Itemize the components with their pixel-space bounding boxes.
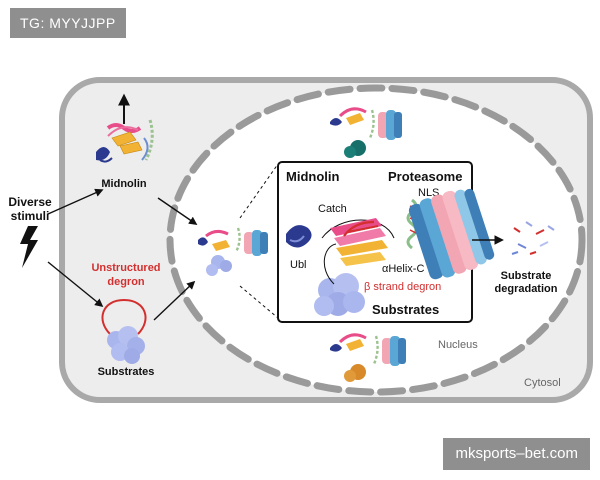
substrate-degradation-label: Substrate [501,270,552,282]
unstructured-degron-label: Unstructured [91,262,160,274]
degradation-fragments [511,221,555,255]
midnolin-label: Midnolin [101,178,146,190]
inset-midnolin-title: Midnolin [286,169,339,184]
complex-nucleus-top [330,107,402,158]
substrate-blob-inset [314,273,365,316]
unstructured-degron-loop [101,298,147,335]
substrate-blob-cytosol [107,326,145,364]
substrate-degradation-label-2: degradation [495,283,558,295]
complex-nucleus-bottom [330,333,406,382]
ubl-label: Ubl [290,259,307,271]
arrow-stimuli-to-midnolin [47,188,104,215]
cytosol-label: Cytosol [524,377,561,389]
catch-label: Catch [318,203,347,215]
zoom-line-top [239,163,279,219]
diverse-stimuli-label: Diverse [8,195,52,209]
helix-c-label: αHelix-C [382,263,424,275]
inset-proteasome-title: Proteasome [388,169,462,184]
watermark-site: mksports–bet.com [443,438,590,470]
nls-label: NLS [418,187,439,199]
midnolin-cytosol-structure [96,93,154,163]
arrow-stimuli-to-substrates [47,261,104,308]
beta-strand-degron-label: β strand degron [364,281,441,293]
diverse-stimuli-label-2: stimuli [11,209,50,223]
arrow-substrates-to-complex [153,280,196,321]
substrate-loop [323,243,337,285]
watermark-tag: TG: MYYJJPP [10,8,126,38]
catch-domain [321,218,395,266]
substrates-label: Substrates [98,366,155,378]
ubl-domain [286,225,312,248]
unstructured-degron-label-2: degron [107,276,145,288]
lightning-icon [20,226,38,268]
proteasome [408,188,495,280]
zoom-line-bottom [239,285,279,319]
complex-nucleus-left [198,227,268,276]
inset-substrates-title: Substrates [372,302,439,317]
nucleus-label: Nucleus [438,339,478,351]
arrow-midnolin-to-complex [157,197,198,225]
